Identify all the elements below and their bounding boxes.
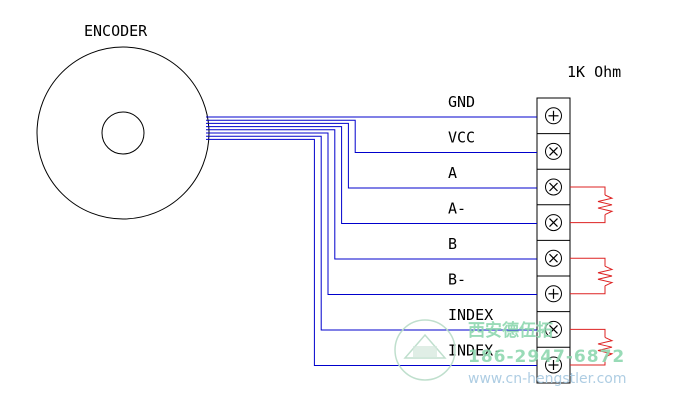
terminal-screw-icon (545, 214, 562, 232)
encoder-label: ENCODER (84, 22, 148, 40)
resistor-symbol (570, 257, 614, 295)
watermark: 西安德伍拓 186-2947-6872 www.cn-hengstler.com (394, 319, 627, 387)
terminal-label: A (448, 164, 457, 182)
wire-a-neg (206, 126, 537, 224)
terminal-screw-icon (545, 178, 562, 196)
terminal-block (536, 97, 571, 384)
terminal-rows (537, 107, 570, 374)
wire-vcc (206, 119, 537, 153)
terminal-label: B (448, 235, 457, 253)
terminal-labels: GND VCC A A- B B- INDEX INDEX- (448, 93, 502, 360)
wire-harness (206, 116, 537, 366)
terminal-label: B- (448, 271, 466, 289)
terminal-label: GND (448, 93, 475, 111)
terminal-screw-icon (545, 285, 562, 303)
wire-a (206, 122, 537, 189)
watermark-phone: 186-2947-6872 (468, 347, 625, 367)
watermark-company: 西安德伍拓 (468, 320, 553, 341)
encoder: ENCODER (36, 22, 210, 220)
terminal-screw-icon (545, 249, 562, 267)
wire-index-neg (206, 138, 537, 366)
encoder-shaft (101, 111, 145, 155)
terminal-label: A- (448, 200, 466, 218)
resistor-symbol (570, 186, 614, 224)
terminal-screw-icon (545, 320, 562, 338)
wire-b (206, 129, 537, 260)
terminal-label: VCC (448, 129, 475, 147)
resistor-symbol (570, 328, 614, 366)
encoder-outer-disc (36, 46, 210, 220)
terminal-label: INDEX (448, 306, 493, 324)
terminal-screw-icon (545, 107, 562, 125)
load-resistors (570, 186, 614, 366)
terminal-screw-icon (545, 142, 562, 160)
resistor-value-label: 1K Ohm (567, 63, 621, 81)
watermark-url: www.cn-hengstler.com (468, 371, 627, 387)
terminal-label: INDEX- (448, 342, 502, 360)
terminal-screw-icon (545, 356, 562, 374)
watermark-logo (394, 319, 456, 381)
wire-index (206, 135, 537, 331)
wire-b-neg (206, 132, 537, 295)
